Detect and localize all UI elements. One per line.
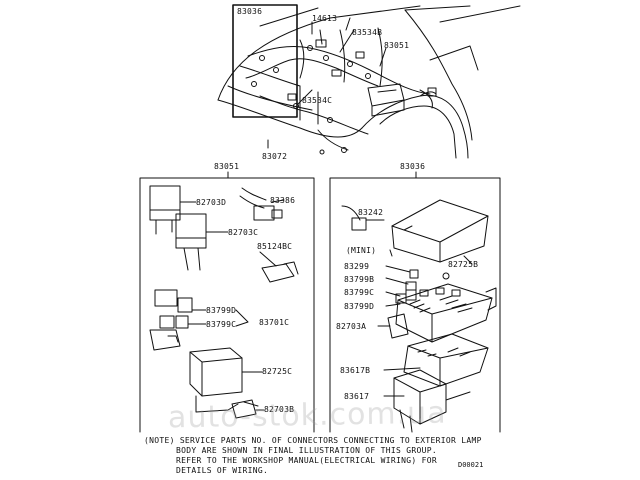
- note-line-2: BODY ARE SHOWN IN FINAL ILLUSTRATION OF …: [176, 446, 437, 455]
- top-leader-lines: [267, 17, 387, 149]
- label-mini: (MINI): [346, 246, 377, 255]
- label-83386: 83386: [270, 196, 296, 205]
- label-82725C: 82725C: [262, 367, 293, 376]
- note-line-4: DETAILS OF WIRING.: [176, 466, 269, 475]
- label-83799C: 83799C: [206, 320, 237, 329]
- callout-83036: 83036: [237, 7, 263, 16]
- label-82703A: 82703A: [336, 322, 367, 331]
- callout-83534C: 83534C: [302, 96, 333, 105]
- label-83799D: 83799D: [206, 306, 237, 315]
- watermark: auto-stok.com.ua: [167, 395, 447, 436]
- label-83799B: 83799B: [344, 275, 375, 284]
- right-panel-frame: [329, 171, 501, 433]
- label-83799D-right: 83799D: [344, 302, 375, 311]
- left-panel-header: 83051: [214, 162, 240, 171]
- right-panel-header: 83036: [400, 162, 426, 171]
- left-panel-frame: [139, 171, 315, 433]
- drawing-code: D00021: [458, 461, 484, 469]
- label-83799C-right: 83799C: [344, 288, 375, 297]
- callout-14613: 14613: [312, 14, 338, 23]
- label-83701C: 83701C: [259, 318, 290, 327]
- label-82725B: 82725B: [448, 260, 479, 269]
- label-82703B: 82703B: [264, 405, 295, 414]
- label-85124BC: 85124BC: [257, 242, 293, 251]
- label-83617B: 83617B: [340, 366, 371, 375]
- note-line-1: (NOTE) SERVICE PARTS NO. OF CONNECTORS C…: [144, 436, 482, 445]
- label-83242: 83242: [358, 208, 384, 217]
- callout-83072: 83072: [262, 152, 288, 161]
- callout-83051: 83051: [384, 41, 410, 50]
- engine-bay-illustration: [217, 4, 521, 159]
- note-line-3: REFER TO THE WORKSHOP MANUAL(ELECTRICAL …: [176, 456, 437, 465]
- label-82703D: 82703D: [196, 198, 227, 207]
- callout-83534B: 83534B: [352, 28, 383, 37]
- label-83299: 83299: [344, 262, 370, 271]
- label-82703C: 82703C: [228, 228, 259, 237]
- label-83617: 83617: [344, 392, 370, 401]
